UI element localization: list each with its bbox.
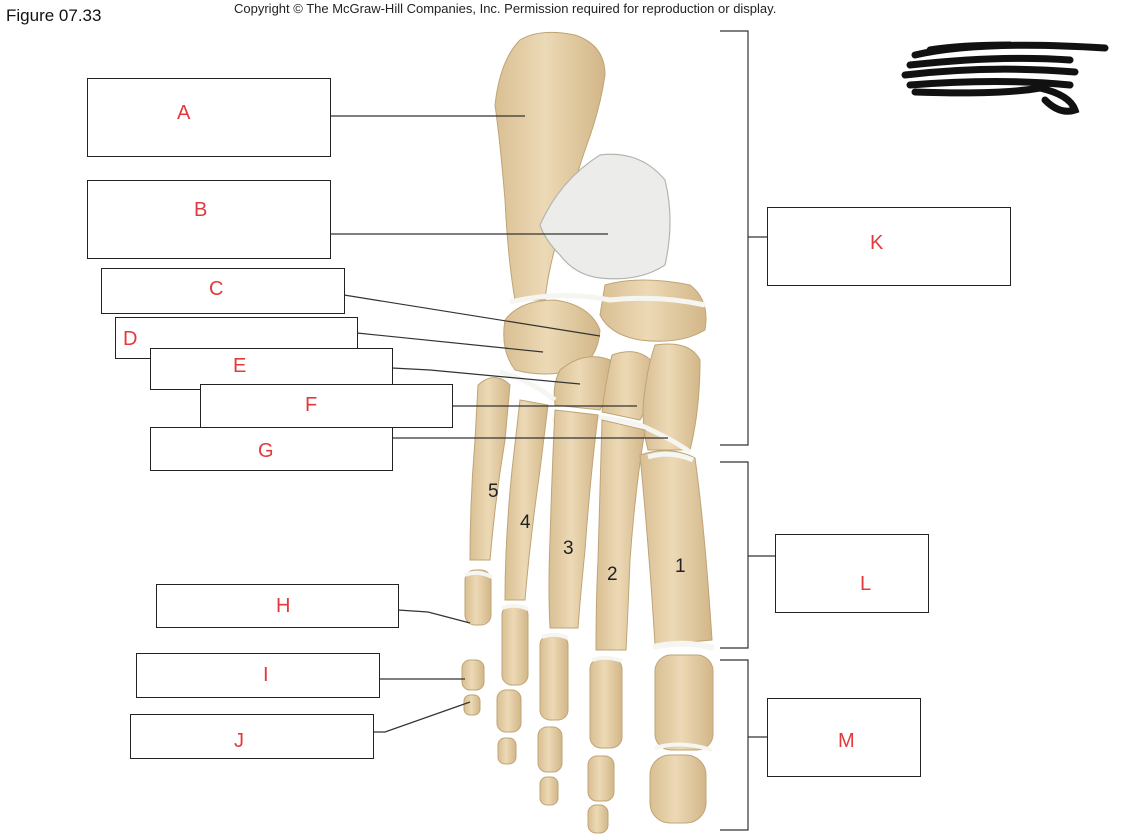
label-m: M bbox=[838, 730, 855, 752]
label-a: A bbox=[177, 102, 191, 124]
label-i: I bbox=[263, 664, 269, 686]
digit-2-label: 2 bbox=[607, 564, 618, 585]
label-e: E bbox=[233, 355, 247, 377]
label-box-h[interactable] bbox=[156, 584, 399, 628]
label-box-f[interactable] bbox=[200, 384, 453, 428]
label-g: G bbox=[258, 440, 274, 462]
label-box-e[interactable] bbox=[150, 348, 393, 390]
label-box-i[interactable] bbox=[136, 653, 380, 698]
label-box-k[interactable] bbox=[767, 207, 1011, 286]
cuboid-bone bbox=[503, 299, 601, 375]
metatarsal-3 bbox=[548, 409, 599, 629]
metatarsal-4 bbox=[504, 399, 549, 601]
label-k: K bbox=[870, 232, 884, 254]
label-box-g[interactable] bbox=[150, 427, 393, 471]
digit-3-label: 3 bbox=[563, 538, 574, 559]
digit-5-label: 5 bbox=[488, 481, 499, 502]
figure-title: Figure 07.33 bbox=[6, 6, 102, 25]
label-l: L bbox=[860, 573, 872, 595]
medial-cuneiform-bone bbox=[642, 343, 701, 451]
brackets bbox=[720, 30, 775, 831]
label-c: C bbox=[209, 278, 224, 300]
label-box-m[interactable] bbox=[767, 698, 921, 777]
label-d: D bbox=[123, 328, 138, 350]
label-box-c[interactable] bbox=[101, 268, 345, 314]
metatarsal-1 bbox=[639, 450, 713, 646]
digit-1-label: 1 bbox=[675, 556, 686, 577]
label-f: F bbox=[305, 394, 318, 416]
navicular-bone bbox=[599, 279, 707, 342]
label-box-l[interactable] bbox=[775, 534, 929, 613]
label-h: H bbox=[276, 595, 291, 617]
label-j: J bbox=[234, 730, 244, 752]
label-box-a[interactable] bbox=[87, 78, 331, 157]
redaction-scribble bbox=[901, 41, 1109, 115]
talus-bone bbox=[539, 153, 671, 280]
leader-lines bbox=[330, 115, 668, 733]
label-b: B bbox=[194, 199, 208, 221]
copyright-notice: Copyright © The McGraw-Hill Companies, I… bbox=[234, 1, 777, 16]
metatarsal-5 bbox=[469, 377, 511, 561]
label-box-b[interactable] bbox=[87, 180, 331, 259]
digit-4-label: 4 bbox=[520, 512, 531, 533]
label-box-j[interactable] bbox=[130, 714, 374, 759]
metatarsal-2 bbox=[595, 419, 646, 651]
phalanges bbox=[461, 569, 714, 834]
